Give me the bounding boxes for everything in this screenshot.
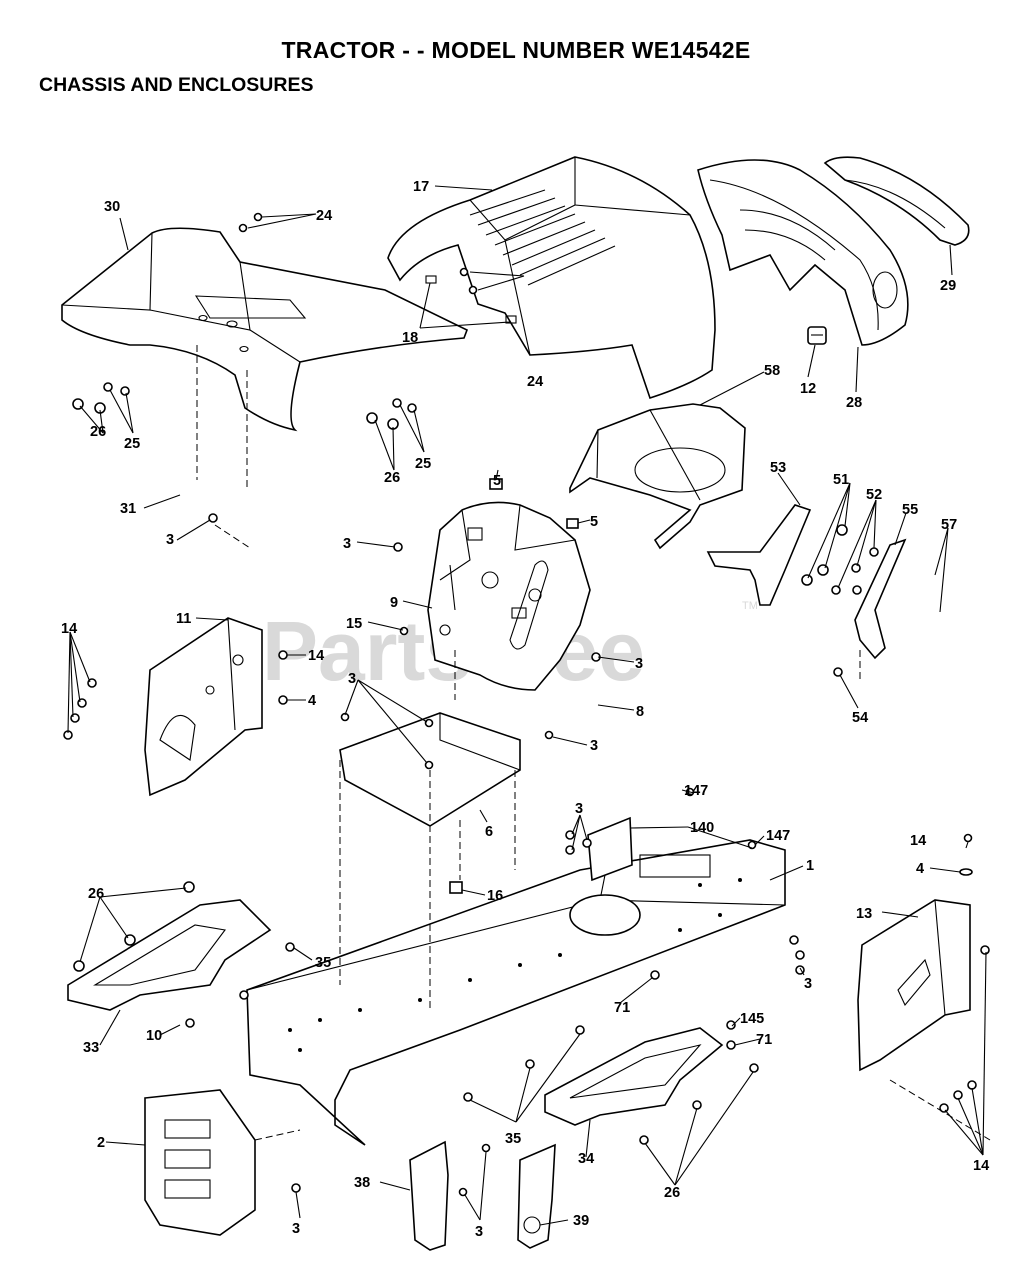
callout-13[interactable]: 13 [856,906,872,922]
callout-71[interactable]: 71 [614,1000,630,1016]
callout-33[interactable]: 33 [83,1040,99,1056]
callout-3[interactable]: 3 [343,536,351,552]
callout-24[interactable]: 24 [527,374,543,390]
callout-26[interactable]: 26 [90,424,106,440]
part-footrest-left[interactable] [67,899,272,1011]
callout-30[interactable]: 30 [104,199,120,215]
callout-147[interactable]: 147 [684,783,708,799]
callout-14[interactable]: 14 [61,621,77,637]
part-clip-12[interactable] [807,326,827,345]
part-frame[interactable] [246,839,786,1146]
part-bracket-38[interactable] [409,1140,449,1251]
part-hood-trim[interactable] [823,156,970,246]
callout-15[interactable]: 15 [346,616,362,632]
callout-18[interactable]: 18 [402,330,418,346]
callout-25[interactable]: 25 [124,436,140,452]
callout-147[interactable]: 147 [766,828,790,844]
callout-34[interactable]: 34 [578,1151,594,1167]
callout-11[interactable]: 11 [176,611,191,627]
part-footrest-right[interactable] [544,1027,724,1126]
callout-12[interactable]: 12 [800,381,816,397]
callout-5[interactable]: 5 [590,514,598,530]
callout-4[interactable]: 4 [916,861,924,877]
callout-6[interactable]: 6 [485,824,493,840]
callout-28[interactable]: 28 [846,395,862,411]
callout-9[interactable]: 9 [390,595,398,611]
part-grille[interactable] [697,159,909,346]
callout-58[interactable]: 58 [764,363,780,379]
part-bracket-55[interactable] [854,538,907,660]
callout-55[interactable]: 55 [902,502,918,518]
part-hood[interactable] [387,156,716,400]
callout-35[interactable]: 35 [505,1131,521,1147]
callout-54[interactable]: 54 [852,710,868,726]
part-dash-panel[interactable] [427,501,591,691]
callout-labels: 30 24 17 18 24 29 12 28 58 25 26 25 26 3… [61,179,989,1240]
callout-57[interactable]: 57 [941,517,957,533]
callout-26[interactable]: 26 [664,1185,680,1201]
callout-145[interactable]: 145 [740,1011,764,1027]
watermark-tm: TM [742,600,758,612]
callout-3[interactable]: 3 [804,976,812,992]
callout-17[interactable]: 17 [413,179,429,195]
part-fender[interactable] [61,227,469,432]
callout-26[interactable]: 26 [384,470,400,486]
part-baffle[interactable] [569,403,746,550]
callout-140[interactable]: 140 [690,820,714,836]
callout-38[interactable]: 38 [354,1175,370,1191]
callout-3[interactable]: 3 [475,1224,483,1240]
callout-14[interactable]: 14 [973,1158,989,1174]
leader-lines [67,185,987,1226]
diagram-subtitle: CHASSIS AND ENCLOSURES [39,74,314,96]
callout-5[interactable]: 5 [493,473,501,489]
callout-25[interactable]: 25 [415,456,431,472]
callout-3[interactable]: 3 [292,1221,300,1237]
callout-24[interactable]: 24 [316,208,332,224]
callout-2[interactable]: 2 [97,1135,105,1151]
callout-71[interactable]: 71 [756,1032,772,1048]
callout-8[interactable]: 8 [636,704,644,720]
callout-26[interactable]: 26 [88,886,104,902]
callout-3[interactable]: 3 [635,656,643,672]
callout-39[interactable]: 39 [573,1213,589,1229]
part-side-panel-right[interactable] [857,899,971,1072]
part-bracket-39[interactable] [517,1143,556,1249]
callout-1[interactable]: 1 [806,858,814,874]
diagram-title: TRACTOR - - MODEL NUMBER WE14542E [281,37,751,63]
callout-31[interactable]: 31 [120,501,136,517]
callout-52[interactable]: 52 [866,487,882,503]
callout-35[interactable]: 35 [315,955,331,971]
callout-3[interactable]: 3 [166,532,174,548]
alignment-lines [196,345,991,1141]
part-bracket-140[interactable] [587,816,633,882]
callout-29[interactable]: 29 [940,278,956,294]
callout-4[interactable]: 4 [308,693,316,709]
part-front-bracket[interactable] [144,1089,256,1236]
part-side-panel-left[interactable] [144,617,263,797]
callout-3[interactable]: 3 [348,671,356,687]
callout-51[interactable]: 51 [833,472,849,488]
callout-3[interactable]: 3 [590,738,598,754]
callout-16[interactable]: 16 [487,888,503,904]
callout-14[interactable]: 14 [308,648,324,664]
callout-10[interactable]: 10 [146,1028,162,1044]
part-bracket-53[interactable] [706,504,812,606]
callout-3[interactable]: 3 [575,801,583,817]
callout-53[interactable]: 53 [770,460,786,476]
callout-14[interactable]: 14 [910,833,926,849]
part-plate-6[interactable] [339,712,521,827]
